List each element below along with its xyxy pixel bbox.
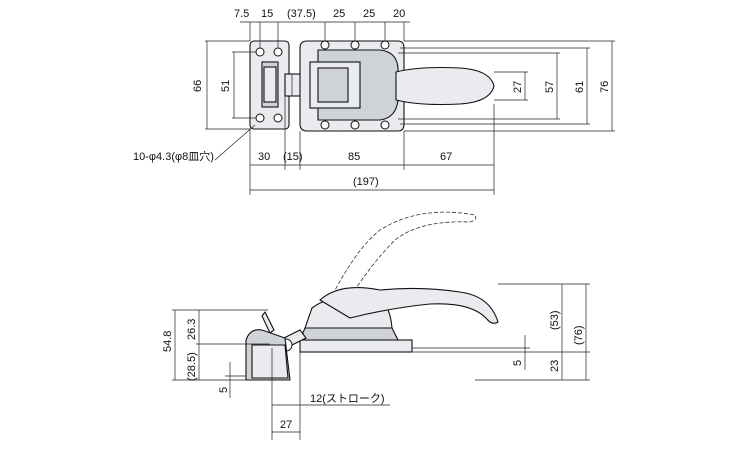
mounting-hole [350,40,360,50]
dim-top-20: 20 [393,8,405,20]
dim-side-5-right: 5 [512,360,524,366]
lever-open-position [329,211,477,306]
side-view [172,211,590,440]
dim-top-15: 15 [261,8,273,20]
dim-top-25b: 25 [363,8,375,20]
lever [319,287,499,324]
dim-side-23: 23 [549,360,561,372]
dim-side-76: (76) [573,325,585,345]
dim-right-76: 76 [599,81,611,93]
mounting-hole [350,120,360,130]
dim-side-5-left: 5 [218,387,230,393]
dim-top-37-5: (37.5) [287,8,316,20]
dim-right-61: 61 [574,81,586,93]
hinge-pin [263,66,277,103]
dim-top-7-5: 7.5 [234,8,249,20]
base-plate [299,339,413,353]
mounting-hole [320,40,330,50]
dim-right-27: 27 [512,81,524,93]
dim-right-57: 57 [544,81,556,93]
dim-left-66: 66 [192,80,204,92]
hole-note: 10-φ4.3(φ8皿穴) [133,149,214,163]
dim-side-53: (53) [549,310,561,330]
dim-left-51: 51 [220,80,232,92]
dim-bottom-30: 30 [258,151,270,163]
mounting-hole [273,47,283,57]
mounting-hole [320,120,330,130]
dim-side-26-3: 26.3 [186,319,198,340]
dim-side-27: 27 [280,419,292,431]
stroke-label: 12(ストローク) [310,392,385,405]
mounting-hole [273,113,283,123]
mounting-hole [255,113,265,123]
dim-side-54-8: 54.8 [162,331,174,352]
dim-side-28-5: (28.5) [186,352,198,381]
dim-overall-197: (197) [353,176,379,188]
dim-bottom-67: 67 [440,151,452,163]
mounting-hole [380,120,390,130]
dim-top-25a: 25 [333,8,345,20]
dim-bottom-15: (15) [283,151,303,163]
mounting-hole [255,47,265,57]
top-view [205,21,615,195]
handle [395,66,495,106]
dim-bottom-85: 85 [348,151,360,163]
mounting-hole [380,40,390,50]
